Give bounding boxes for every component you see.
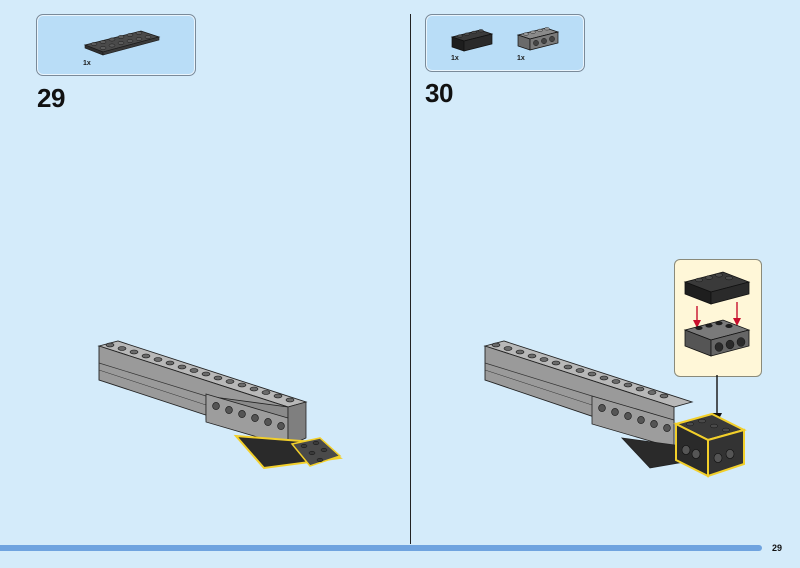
part-quantity: 1x — [83, 60, 91, 67]
page-number: 29 — [772, 543, 783, 553]
step-30-parts-box: 1x 1x — [425, 14, 585, 72]
page-divider — [410, 14, 412, 544]
step-number-30: 30 — [425, 78, 453, 108]
page-accent-bar — [0, 545, 762, 551]
step-number-29: 29 — [37, 83, 65, 113]
sub-assembly-callout — [674, 259, 762, 377]
step-30-model — [483, 340, 747, 478]
plate-2x6-icon — [83, 30, 161, 56]
sub-assembly-diagram — [683, 271, 751, 357]
technic-brick-1x4-icon — [516, 27, 560, 51]
step-29-model — [97, 340, 343, 470]
part-quantity: 1x — [451, 55, 459, 62]
part-quantity: 1x — [517, 55, 525, 62]
black-brick-1x4-icon — [450, 29, 494, 52]
step-29-parts-box: 1x — [36, 14, 196, 76]
